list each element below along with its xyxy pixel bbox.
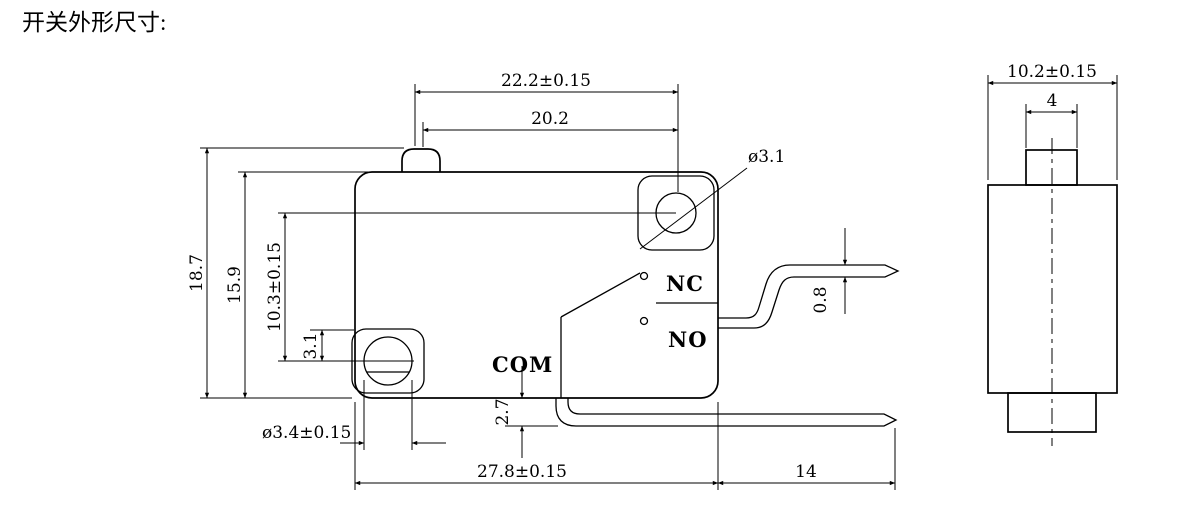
dim-hole-spacing: 10.3±0.15 — [265, 242, 285, 332]
dim-body-width-group: 27.8±0.15 — [354, 402, 719, 490]
dim-body-width: 27.8±0.15 — [477, 462, 567, 482]
dim-total-height: 18.7 — [187, 254, 207, 292]
dim-plunger-span: 20.2 — [531, 109, 569, 129]
dim-hole-spacing-group: 10.3±0.15 — [265, 212, 676, 362]
switch-body-outline — [354, 171, 719, 399]
dim-hole-bottom-diameter-group: ø3.4±0.15 — [262, 380, 446, 450]
dim-top-width-group: 22.2±0.15 — [414, 71, 679, 192]
dim-body-height-group: 15.9 — [225, 171, 368, 399]
dim-top-width: 22.2±0.15 — [501, 71, 591, 91]
side-view: 10.2±0.15 4 — [987, 62, 1118, 446]
dim-body-depth: 10.2±0.15 — [1007, 62, 1097, 82]
dim-hole-top-diameter: ø3.1 — [748, 147, 785, 167]
plunger-button — [401, 148, 441, 172]
page-title: 开关外形尺寸: — [22, 10, 166, 35]
nc-contact-point — [639, 271, 649, 281]
com-terminal-blade — [555, 398, 898, 427]
dim-terminal-thickness: 0.8 — [811, 286, 831, 313]
dim-hole-offset: 3.1 — [301, 332, 321, 359]
com-label: COM — [492, 352, 553, 377]
dim-plunger-span-group: 20.2 — [422, 109, 679, 147]
dim-com-offset-group: 2.7 — [493, 366, 558, 458]
dim-com-offset: 2.7 — [493, 398, 513, 425]
dim-plunger-width-group: 4 — [1025, 91, 1078, 148]
dim-body-height: 15.9 — [225, 266, 245, 304]
dim-terminal-length-group: 14 — [717, 428, 896, 490]
hole-top-leader-line — [639, 167, 748, 250]
dim-terminal-thickness-group: 0.8 — [811, 228, 848, 314]
nc-label: NC — [666, 271, 704, 296]
dim-terminal-length: 14 — [795, 462, 817, 482]
no-label: NO — [668, 327, 708, 352]
no-contact-point — [639, 316, 649, 326]
front-view: NC NO COM 22.2±0.15 20.2 ø3.1 18.7 — [187, 71, 900, 490]
dim-hole-offset-group: 3.1 — [301, 329, 354, 362]
dim-body-depth-group: 10.2±0.15 — [987, 62, 1118, 180]
contact-lever — [560, 272, 641, 318]
nc-terminal-blade — [718, 264, 900, 329]
dim-hole-bottom-diameter: ø3.4±0.15 — [262, 423, 351, 443]
dim-plunger-width: 4 — [1047, 91, 1058, 111]
dim-total-height-group: 18.7 — [187, 147, 404, 399]
